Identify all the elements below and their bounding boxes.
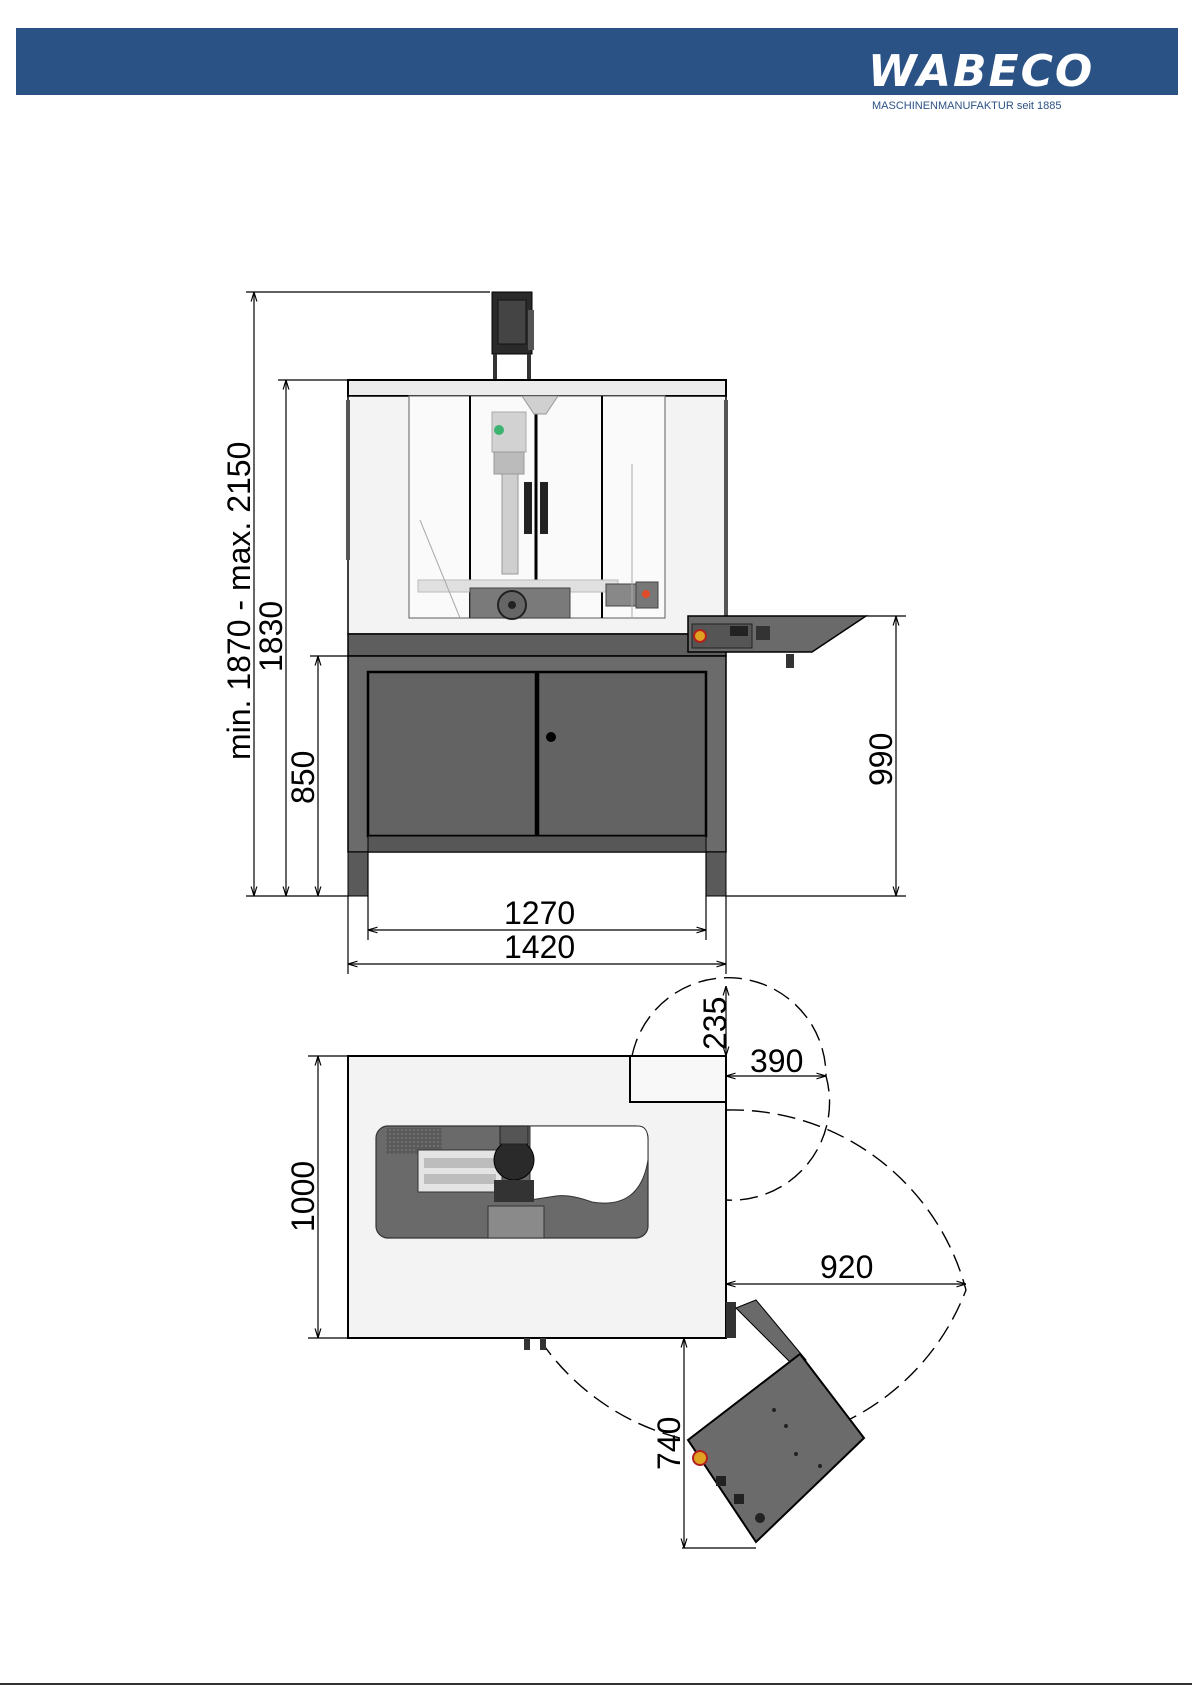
dim-width-1270: 1270 — [504, 895, 575, 931]
front-view-machine — [346, 292, 866, 896]
dim-panel-920: 920 — [820, 1249, 873, 1285]
dim-door-390: 390 — [750, 1043, 803, 1079]
dim-height-1830: 1830 — [253, 601, 289, 672]
dim-height-850: 850 — [285, 751, 321, 804]
dim-panel-740: 740 — [651, 1417, 687, 1470]
dim-width-1420: 1420 — [504, 929, 575, 965]
monitor — [492, 292, 534, 380]
dim-door-235: 235 — [697, 997, 733, 1050]
dim-height-990: 990 — [863, 733, 899, 786]
dim-depth-1000: 1000 — [285, 1161, 321, 1232]
dim-total-height: min. 1870 - max. 2150 — [221, 442, 257, 760]
